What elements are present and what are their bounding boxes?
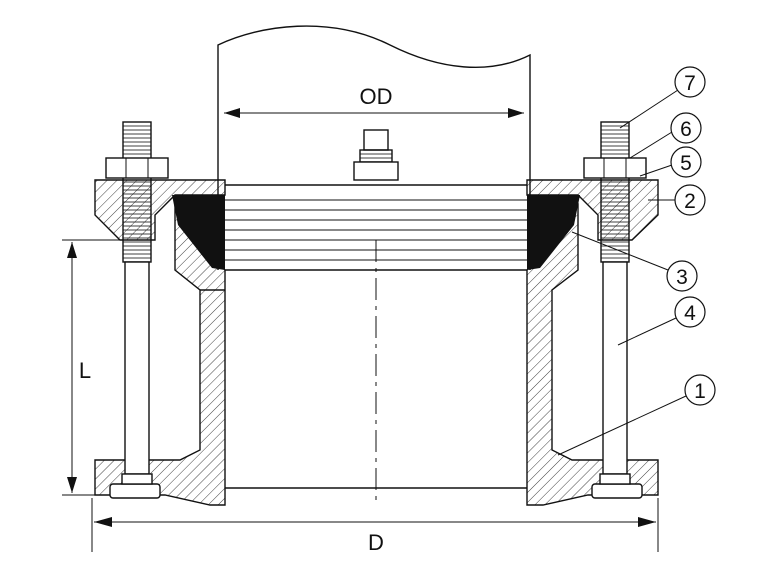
callout-2-label: 2 xyxy=(684,190,696,213)
pipe-seal-rings xyxy=(225,199,527,489)
d-label: D xyxy=(368,530,384,555)
callout-5-label: 5 xyxy=(680,152,692,175)
test-plug xyxy=(353,129,399,181)
callout-7-label: 7 xyxy=(684,72,696,95)
dimension-od: OD xyxy=(224,84,524,118)
callout-5: 5 xyxy=(639,146,702,178)
l-label: L xyxy=(79,358,91,383)
bolt-right xyxy=(583,121,647,499)
gasket-left xyxy=(172,195,225,270)
dimension-l: L xyxy=(62,239,122,496)
bolt-left xyxy=(105,121,169,499)
callout-3: 3 xyxy=(571,231,698,292)
callout-1-label: 1 xyxy=(694,380,706,403)
callout-4: 4 xyxy=(617,296,706,346)
callout-6: 6 xyxy=(629,112,702,159)
callout-6-label: 6 xyxy=(680,118,692,141)
callout-1: 1 xyxy=(557,374,716,456)
callout-4-label: 4 xyxy=(684,302,696,325)
callout-2: 2 xyxy=(648,184,706,216)
dimension-d: D xyxy=(91,498,659,555)
gasket-right xyxy=(527,195,580,270)
od-label: OD xyxy=(360,84,393,109)
callout-3-label: 3 xyxy=(676,266,688,289)
callout-7: 7 xyxy=(619,66,706,129)
pipe xyxy=(217,25,531,270)
